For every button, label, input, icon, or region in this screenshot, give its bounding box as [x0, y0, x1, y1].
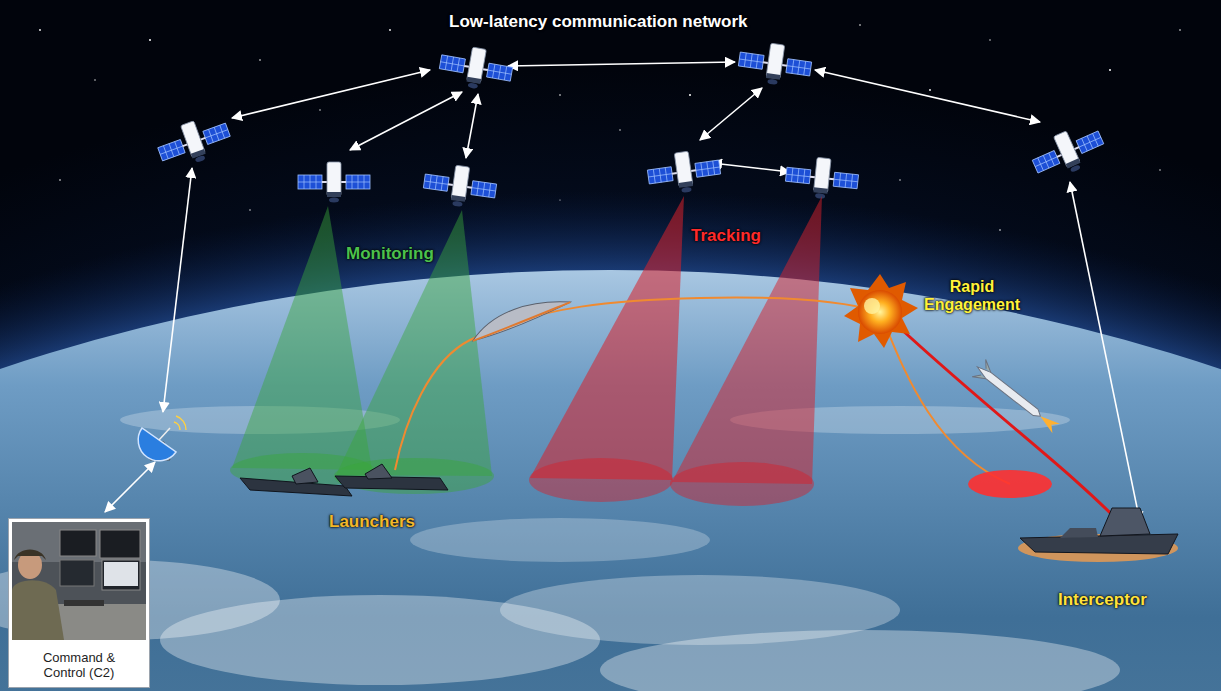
interceptor-missile	[975, 364, 1043, 420]
stars	[389, 29, 391, 31]
clouds	[600, 630, 1120, 691]
network-links	[350, 92, 462, 150]
launchers-label: Launchers	[329, 512, 415, 532]
stars	[94, 79, 95, 80]
ship-superstructure	[292, 468, 318, 484]
interceptor-ship	[1060, 528, 1098, 538]
stars	[929, 89, 931, 91]
interceptor-label: Interceptor	[1058, 590, 1147, 610]
interceptor-missile	[1037, 411, 1060, 433]
clouds	[410, 518, 710, 562]
impact-zone	[968, 470, 1052, 498]
beam-footprint	[529, 458, 673, 502]
c2-photo	[100, 530, 140, 558]
explosion	[844, 274, 918, 348]
c2-photo	[102, 560, 140, 590]
c2-panel	[8, 518, 150, 688]
command-control-box: Command & Control (C2)	[8, 518, 150, 688]
c2-photo	[60, 530, 96, 556]
ground-antenna	[174, 416, 186, 430]
satellite	[784, 154, 860, 202]
atmosphere-glow	[0, 190, 1221, 691]
ship-superstructure	[365, 464, 392, 479]
network-links	[712, 163, 790, 172]
node-caption: Command & Control (C2)	[9, 650, 149, 687]
stars	[859, 24, 861, 26]
explosion	[864, 298, 880, 314]
stars	[989, 39, 990, 40]
network-links	[105, 62, 1140, 522]
beam-footprint	[670, 462, 814, 506]
network-links	[700, 88, 762, 140]
satellite	[736, 39, 813, 89]
sensor-beam	[530, 196, 684, 480]
c2-photo	[14, 550, 46, 561]
satellite	[421, 161, 498, 211]
network-links	[815, 70, 1040, 122]
sensor-beam	[336, 210, 492, 476]
sensor-beam	[672, 196, 822, 484]
explosion	[844, 274, 918, 348]
network-title: Low-latency communication network	[449, 12, 748, 32]
stars	[1159, 169, 1160, 170]
glide-vehicle	[468, 295, 574, 341]
stars	[619, 129, 620, 130]
monitoring-label: Monitoring	[346, 244, 434, 264]
satellite	[437, 42, 515, 94]
stars	[689, 94, 691, 96]
beam-footprint	[334, 458, 494, 494]
stars	[149, 39, 151, 41]
network-links	[105, 462, 155, 512]
launcher-ships	[240, 464, 448, 496]
c2-photo	[8, 518, 150, 688]
stars	[249, 209, 250, 210]
stars	[559, 94, 561, 96]
interceptor-ship	[1100, 508, 1150, 536]
c2-photo	[64, 600, 104, 606]
network-links	[163, 168, 192, 412]
interceptor-missile	[971, 358, 1063, 437]
ground-antenna	[138, 428, 176, 461]
stars	[319, 109, 320, 110]
satellite	[298, 162, 370, 203]
stars	[259, 59, 261, 61]
photo-background	[12, 522, 146, 640]
ground-antenna	[159, 428, 170, 440]
c2-photo	[12, 580, 64, 640]
tracking-label: Tracking	[691, 226, 761, 246]
network-links	[232, 70, 430, 118]
glide-vehicle	[469, 302, 573, 341]
satellite	[153, 111, 235, 174]
network-links	[508, 62, 735, 66]
interceptor-trail	[900, 328, 1125, 528]
stars	[59, 179, 61, 181]
c2-photo	[12, 522, 146, 562]
explosion	[858, 290, 902, 334]
stars	[1179, 29, 1181, 31]
c2-photo	[60, 560, 94, 586]
stars	[1109, 69, 1111, 71]
interceptor-missile	[972, 359, 995, 384]
tracking-beams	[529, 196, 822, 506]
ground-antenna	[138, 416, 186, 461]
satellites	[153, 39, 1109, 211]
network-links	[466, 94, 478, 158]
ship-wake	[1018, 534, 1178, 562]
interceptor-ship	[1020, 508, 1178, 554]
stars	[39, 29, 41, 31]
stars	[899, 179, 900, 180]
network-links	[1070, 182, 1140, 522]
satellite	[646, 147, 723, 197]
glide-vehicle	[468, 295, 574, 341]
engagement-label: Rapid Engagement	[917, 278, 1027, 315]
c2-photo	[104, 562, 138, 586]
satellite	[1027, 119, 1109, 185]
interceptor-ship	[1020, 534, 1178, 554]
